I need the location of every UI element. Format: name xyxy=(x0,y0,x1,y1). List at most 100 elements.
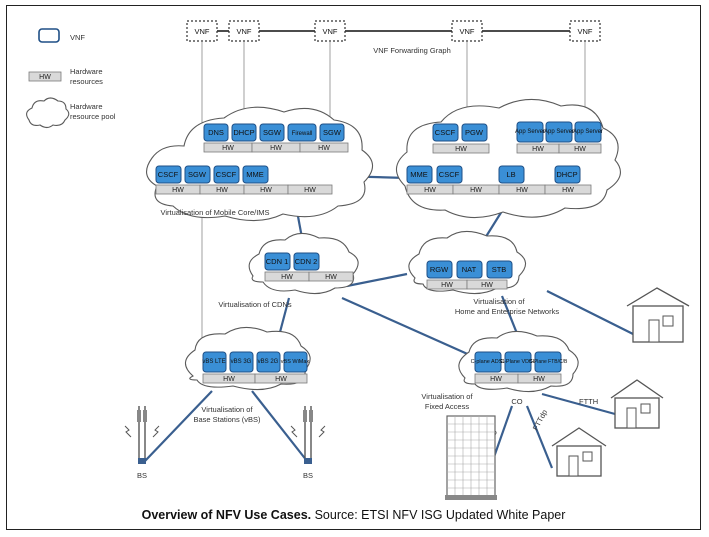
link-bs-right xyxy=(251,390,308,462)
caption-bold: Overview of NFV Use Cases. xyxy=(141,508,312,522)
vnf-cscf-d: CSCF xyxy=(439,170,460,179)
vnf-sgw-b: SGW xyxy=(323,128,342,137)
vnf-cscf-c: CSCF xyxy=(435,128,456,137)
svg-text:VNF: VNF xyxy=(237,27,252,36)
legend-pool-desc-1: Hardware xyxy=(70,102,103,111)
svg-text:HW: HW xyxy=(481,282,493,289)
fixed-label-2: Fixed Access xyxy=(425,402,469,411)
co-label: CO xyxy=(511,397,522,406)
svg-text:HW: HW xyxy=(532,146,544,153)
vnf-firewall: Firewall xyxy=(292,131,313,137)
svg-text:VNF: VNF xyxy=(195,27,210,36)
vnf-sgw-a: SGW xyxy=(263,128,282,137)
vnf-rgw: RGW xyxy=(430,265,449,274)
vnf-cplane-ftb: C-Plane FTB/C/B xyxy=(529,359,568,365)
home-hw: HW HW xyxy=(426,279,508,290)
vnf-app-server-2: App Server xyxy=(544,129,574,135)
svg-text:VNF: VNF xyxy=(578,27,593,36)
right-core-bottom-hw: HW HW HW HW xyxy=(406,184,592,195)
figure-frame: VNF HW Hardware resources Hardware resou… xyxy=(6,5,701,530)
cdn-hw: HW HW xyxy=(264,271,354,282)
fixed-vnfs: C-plane ADSL C-Plane VDSL C-Plane FTB/C/… xyxy=(471,351,568,373)
legend-hw-desc-1: Hardware xyxy=(70,67,103,76)
house-icon xyxy=(551,427,607,477)
building-icon xyxy=(445,415,497,500)
link-co-to-house1 xyxy=(541,392,616,416)
link-home-to-house xyxy=(546,290,638,337)
vnf-dhcp-b: DHCP xyxy=(556,170,577,179)
link-cdn-to-home xyxy=(346,272,408,288)
top-vnf-5: VNF xyxy=(569,20,601,42)
vnf-app-server-1: App Server xyxy=(515,129,545,135)
svg-text:VNF: VNF xyxy=(460,27,475,36)
legend-cloud-icon xyxy=(26,97,70,129)
legend-pool-desc-2: resource pool xyxy=(70,112,116,121)
mobile-core-bottom-hw: HW HW HW HW xyxy=(155,184,333,195)
vnf-vbs-3g: vBS 3G xyxy=(231,359,252,365)
mobile-core-top-hw: HW HW HW xyxy=(203,142,349,153)
bs-right-tower xyxy=(290,406,326,464)
bs-right-label: BS xyxy=(303,471,313,480)
svg-text:VNF: VNF xyxy=(323,27,338,36)
top-vnf-3: VNF xyxy=(314,20,346,42)
nfv-use-cases-diagram: VNF HW Hardware resources Hardware resou… xyxy=(26,20,690,500)
cdn-vnfs: CDN 1 CDN 2 xyxy=(264,252,320,271)
vnf-cdn-1: CDN 1 xyxy=(266,257,289,266)
vnf-vbs-wimax: vBS WiMax xyxy=(281,359,310,365)
vnf-cscf-a: CSCF xyxy=(158,170,179,179)
svg-text:HW: HW xyxy=(470,187,482,194)
vnf-dns: DNS xyxy=(208,128,224,137)
bs-left-tower xyxy=(124,406,160,464)
fixed-label-1: Virtualisation of xyxy=(421,392,473,401)
top-vnf-1: VNF xyxy=(186,20,218,42)
vnf-vbs-lte: vBS LTE xyxy=(202,359,225,365)
svg-text:HW: HW xyxy=(533,376,545,383)
legend-hw-label: HW xyxy=(39,74,51,81)
vnf-app-server-3: App Server xyxy=(573,129,603,135)
vnf-pgw: PGW xyxy=(465,128,484,137)
figure-caption: Overview of NFV Use Cases. Source: ETSI … xyxy=(6,508,701,522)
bs-label-2: Base Stations (vBS) xyxy=(193,415,261,424)
ftth-label: FTTH xyxy=(579,397,598,406)
svg-text:HW: HW xyxy=(490,376,502,383)
right-core-top-hw: HW HW HW xyxy=(432,143,602,154)
home-vnfs: RGW NAT STB xyxy=(426,260,513,279)
svg-text:HW: HW xyxy=(222,145,234,152)
home-label-1: Virtualisation of xyxy=(473,297,525,306)
mobile-core-label: Virtualisation of Mobile Core/IMS xyxy=(160,208,269,217)
svg-text:HW: HW xyxy=(275,376,287,383)
home-label-2: Home and Enterprise Networks xyxy=(455,307,559,316)
legend-vnf-swatch xyxy=(38,28,60,43)
top-vnf-2: VNF xyxy=(228,20,260,42)
vnf-cscf-b: CSCF xyxy=(216,170,237,179)
link-co-to-house2 xyxy=(525,405,554,469)
right-core-cloud xyxy=(395,98,621,219)
bs-label-1: Virtualisation of xyxy=(201,405,253,414)
vnf-dhcp: DHCP xyxy=(233,128,254,137)
caption-rest: Source: ETSI NFV ISG Updated White Paper xyxy=(311,508,566,522)
mobile-core-top-vnfs: DNS DHCP SGW Firewall SGW xyxy=(203,123,345,142)
svg-text:HW: HW xyxy=(574,146,586,153)
vnf-cplane-adsl: C-plane ADSL xyxy=(471,359,506,365)
svg-text:HW: HW xyxy=(172,187,184,194)
house-icon xyxy=(626,287,690,343)
vnf-stb: STB xyxy=(492,265,507,274)
svg-text:HW: HW xyxy=(441,282,453,289)
svg-text:HW: HW xyxy=(516,187,528,194)
vnf-sgw-c: SGW xyxy=(188,170,207,179)
legend-hw-desc-2: resources xyxy=(70,77,103,86)
link-cdn-to-fixed xyxy=(341,296,473,358)
bs-vnfs: vBS LTE vBS 3G vBS 2G vBS WiMax xyxy=(202,351,310,373)
svg-text:HW: HW xyxy=(318,145,330,152)
top-vnf-4: VNF xyxy=(451,20,483,42)
svg-text:HW: HW xyxy=(455,146,467,153)
svg-text:HW: HW xyxy=(260,187,272,194)
cdn-label: Virtualisation of CDNs xyxy=(218,300,291,309)
bs-hw: HW HW xyxy=(202,373,308,384)
svg-text:HW: HW xyxy=(270,145,282,152)
vnf-mme-a: MME xyxy=(246,170,264,179)
fixed-hw: HW HW xyxy=(474,373,562,384)
right-core-bottom-vnfs: MME CSCF LB DHCP xyxy=(406,165,581,184)
bs-left-label: BS xyxy=(137,471,147,480)
svg-text:HW: HW xyxy=(223,376,235,383)
